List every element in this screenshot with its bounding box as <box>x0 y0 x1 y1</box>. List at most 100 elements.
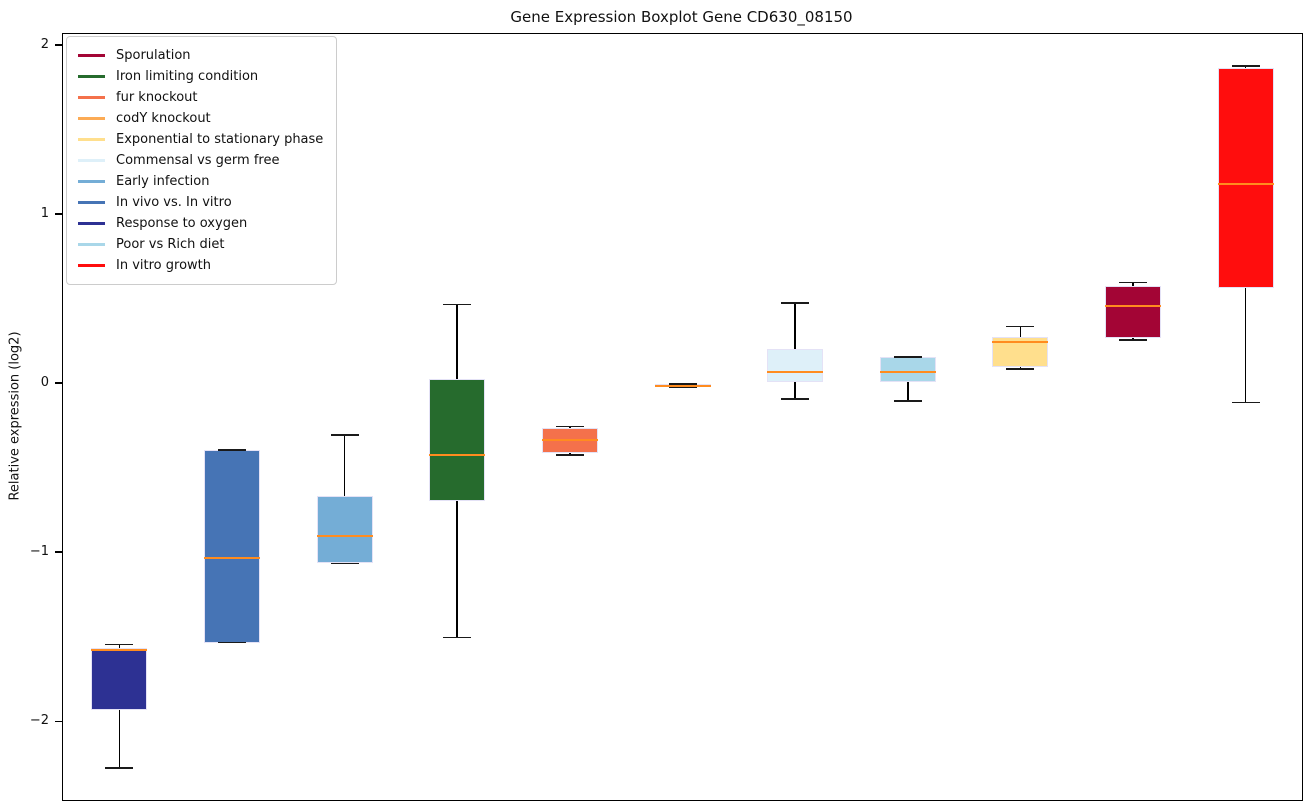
box-rect <box>203 449 260 643</box>
lower-whisker <box>456 500 458 638</box>
y-tick-label-1: 1 <box>40 205 49 221</box>
legend-swatch-sporulation <box>78 54 105 57</box>
legend-label: Exponential to stationary phase <box>116 132 324 147</box>
lower-cap <box>1119 339 1148 341</box>
legend-swatch-response-to-oxygen <box>78 222 105 225</box>
median-line <box>879 371 936 374</box>
legend-label: Early infection <box>116 174 210 189</box>
lower-cap <box>217 641 246 644</box>
legend-swatch-in-vivo-vs-in-vitro <box>78 201 105 204</box>
chart-title: Gene Expression Boxplot Gene CD630_08150 <box>510 8 853 26</box>
lower-cap <box>1231 401 1260 404</box>
legend-swatch-poor-vs-rich-diet <box>78 243 105 246</box>
lower-cap <box>893 400 922 402</box>
y-tick-label-3: −1 <box>29 544 49 560</box>
legend-label: In vitro growth <box>116 258 211 273</box>
upper-cap <box>105 643 134 646</box>
median-line <box>429 454 486 457</box>
box-rect <box>91 647 148 711</box>
legend-label: fur knockout <box>116 90 198 105</box>
upper-cap <box>893 356 922 358</box>
box-rect <box>879 356 936 383</box>
median-line <box>992 340 1049 343</box>
upper-cap <box>1231 65 1260 67</box>
median-line <box>767 371 824 374</box>
legend-item-response-to-oxygen: Response to oxygen <box>76 213 323 234</box>
legend-swatch-commensal-vs-germ-free <box>78 159 105 162</box>
upper-whisker <box>456 304 458 379</box>
legend-swatch-iron-limiting-condition <box>78 75 105 78</box>
legend-label: Poor vs Rich diet <box>116 237 225 252</box>
legend-item-poor-vs-rich-diet: Poor vs Rich diet <box>76 234 323 255</box>
y-tick-mark-1 <box>55 213 62 215</box>
box-rect <box>429 378 486 501</box>
median-line <box>316 535 373 538</box>
plot-area <box>62 33 1303 801</box>
upper-cap <box>1006 325 1035 328</box>
box-rect <box>1105 285 1162 339</box>
upper-cap <box>555 425 584 428</box>
legend-item-commensal-vs-germ-free: Commensal vs germ free <box>76 150 323 171</box>
legend-label: In vivo vs. In vitro <box>116 195 232 210</box>
legend-item-in-vitro-growth: In vitro growth <box>76 255 323 276</box>
median-line <box>654 384 711 387</box>
lower-cap <box>1006 368 1035 370</box>
legend-swatch-fur-knockout <box>78 96 105 99</box>
y-axis: 2 1 0 −1 −2 <box>0 33 62 799</box>
lower-whisker <box>1132 338 1134 341</box>
upper-cap <box>217 449 246 451</box>
y-tick-label-0: 2 <box>40 36 49 52</box>
y-tick-mark-4 <box>55 720 62 722</box>
legend-label: Response to oxygen <box>116 216 248 231</box>
y-tick-label-4: −2 <box>29 713 49 729</box>
legend-label: Sporulation <box>116 48 191 63</box>
lower-cap <box>668 386 697 389</box>
upper-whisker <box>1019 326 1022 337</box>
y-tick-mark-2 <box>55 382 62 384</box>
upper-whisker <box>118 644 121 648</box>
lower-whisker <box>118 710 121 768</box>
median-line <box>91 648 148 651</box>
y-tick-label-2: 0 <box>40 375 49 391</box>
legend-swatch-in-vitro-growth <box>78 264 105 267</box>
lower-cap <box>443 636 472 639</box>
y-tick-mark-3 <box>55 551 62 553</box>
lower-cap <box>330 562 359 565</box>
upper-cap <box>1119 281 1148 284</box>
lower-cap <box>555 454 584 456</box>
legend-swatch-cody-knockout <box>78 117 105 120</box>
upper-whisker <box>1244 66 1247 68</box>
upper-cap <box>443 303 472 306</box>
legend-item-early-infection: Early infection <box>76 171 323 192</box>
median-line <box>1217 183 1274 186</box>
upper-whisker <box>794 302 796 349</box>
upper-whisker <box>1132 282 1134 286</box>
legend-swatch-exponential-to-stationary-phase <box>78 138 105 141</box>
lower-whisker <box>794 382 796 400</box>
legend-item-iron-limiting-condition: Iron limiting condition <box>76 66 323 87</box>
box-rect <box>767 348 824 383</box>
legend-item-exponential-to-stationary-phase: Exponential to stationary phase <box>76 129 323 150</box>
lower-whisker <box>1244 287 1247 403</box>
legend-item-cody-knockout: codY knockout <box>76 108 323 129</box>
legend-label: Iron limiting condition <box>116 69 259 84</box>
lower-whisker <box>1019 367 1022 369</box>
upper-whisker <box>343 434 346 496</box>
lower-cap <box>781 398 810 400</box>
upper-cap <box>781 302 810 304</box>
lower-whisker <box>569 453 571 456</box>
legend-item-in-vivo-vs-in-vitro: In vivo vs. In vitro <box>76 192 323 213</box>
legend-item-sporulation: Sporulation <box>76 45 323 66</box>
legend-label: codY knockout <box>116 111 211 126</box>
lower-whisker <box>907 382 909 401</box>
legend-label: Commensal vs germ free <box>116 153 280 168</box>
upper-cap <box>330 434 359 436</box>
median-line <box>541 438 598 441</box>
upper-cap <box>668 383 697 385</box>
legend-swatch-early-infection <box>78 180 105 183</box>
box-rect <box>1217 67 1274 288</box>
median-line <box>203 557 260 560</box>
box-rect <box>316 495 373 564</box>
